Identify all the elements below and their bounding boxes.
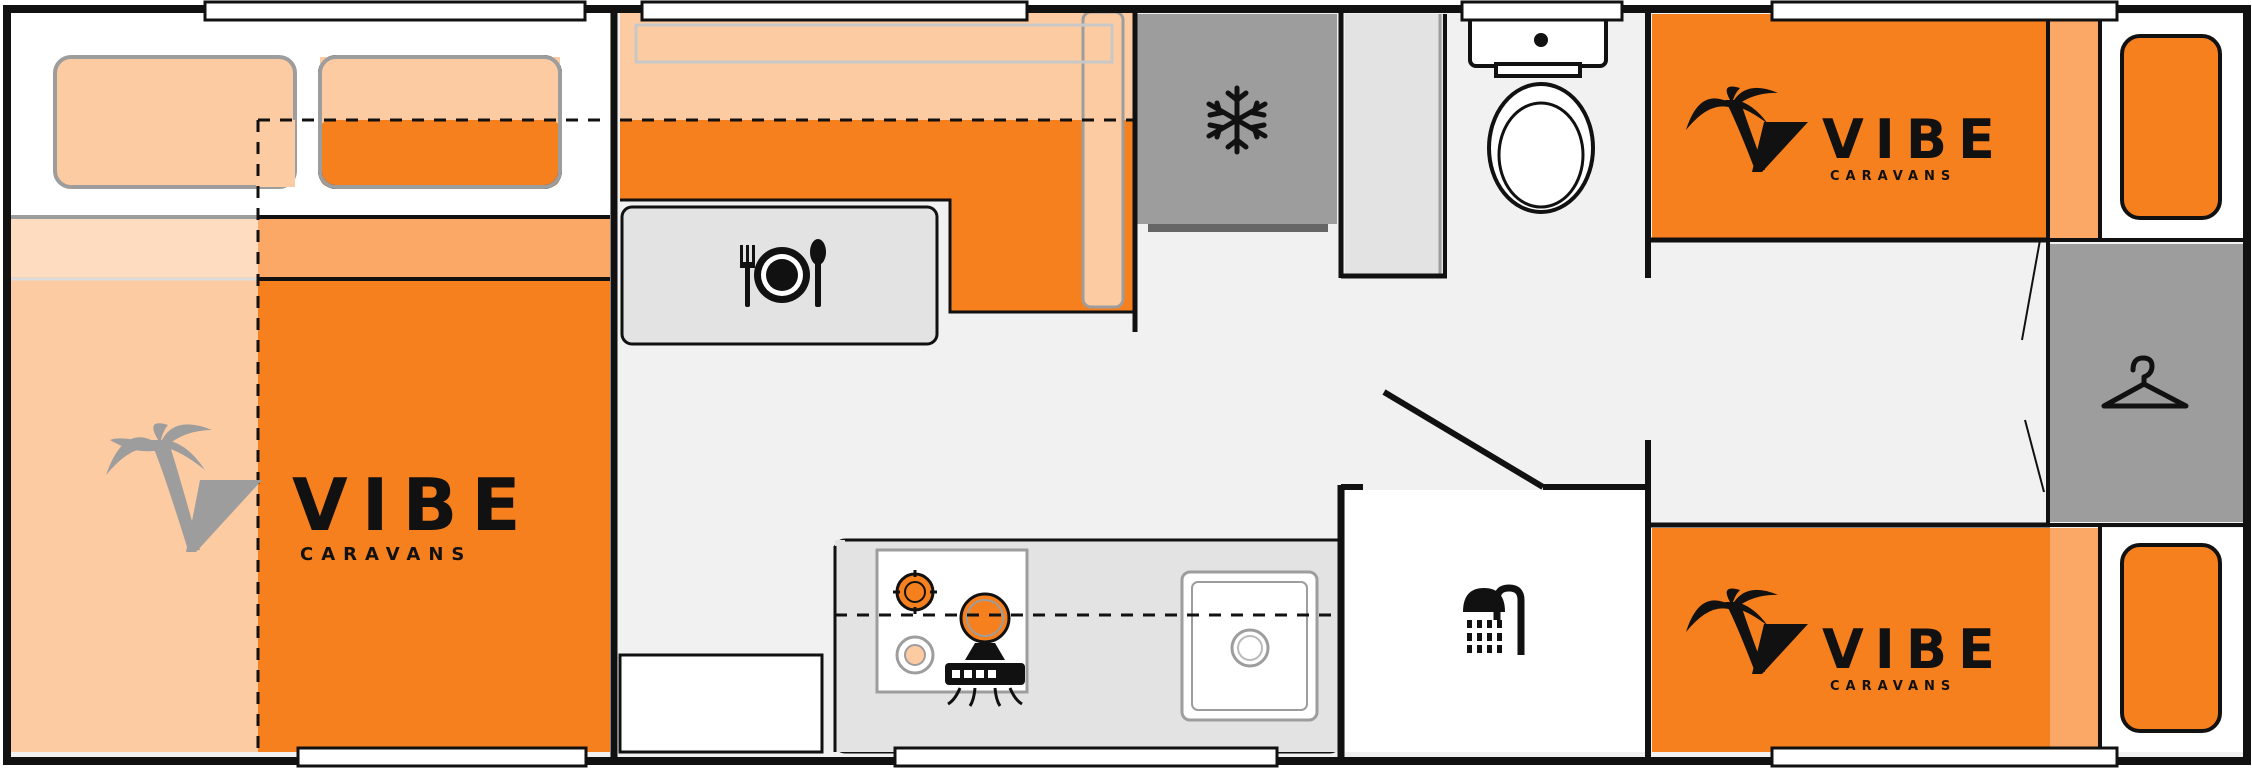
window <box>203 0 587 22</box>
cutlery-plate-icon <box>740 239 826 307</box>
brand-name: VIBE <box>292 463 535 547</box>
wardrobe <box>2021 239 2244 522</box>
brand-logo-bunk-upper: VIBE CARAVANS <box>1686 86 2006 184</box>
palm-tree-icon <box>1686 86 1808 172</box>
sink-icon <box>1180 570 1319 722</box>
toilet-icon <box>1468 12 1608 214</box>
shower-room <box>1345 490 1645 752</box>
window <box>640 0 1029 22</box>
snowflake-icon <box>1206 85 1268 155</box>
palm-tree-icon <box>106 423 262 552</box>
window <box>893 746 1279 768</box>
window <box>1770 746 2119 768</box>
kitchen-bench <box>833 538 1342 754</box>
windows <box>203 0 2119 768</box>
bunk-upper <box>1652 14 2244 239</box>
bunk-lower <box>1652 528 2244 752</box>
window <box>1770 0 2119 22</box>
bunk-pillow-lower <box>2120 543 2222 733</box>
front-bed-area <box>10 12 610 752</box>
brand-tagline: CARAVANS <box>1830 679 1956 694</box>
palm-tree-icon <box>1686 588 1808 674</box>
brand-tagline: CARAVANS <box>300 544 472 565</box>
brand-name: VIBE <box>1822 108 2006 171</box>
range-hood-icon <box>945 643 1025 707</box>
fridge <box>1137 14 1337 232</box>
bunk-pillow-upper <box>2120 34 2222 220</box>
dinette <box>620 10 1133 346</box>
window <box>1460 0 1624 22</box>
coat-hanger-icon <box>2101 355 2189 409</box>
cupboard <box>618 653 824 754</box>
window <box>296 746 588 768</box>
bed-mattress <box>258 280 610 752</box>
brand-name: VIBE <box>1822 618 2006 681</box>
brand-tagline: CARAVANS <box>1830 169 1956 184</box>
brand-logo-bunk-lower: VIBE CARAVANS <box>1686 588 2006 694</box>
shower-icon <box>1463 584 1525 655</box>
pantry <box>1345 14 1445 276</box>
brand-logo-front-bed: VIBE CARAVANS <box>106 423 535 565</box>
